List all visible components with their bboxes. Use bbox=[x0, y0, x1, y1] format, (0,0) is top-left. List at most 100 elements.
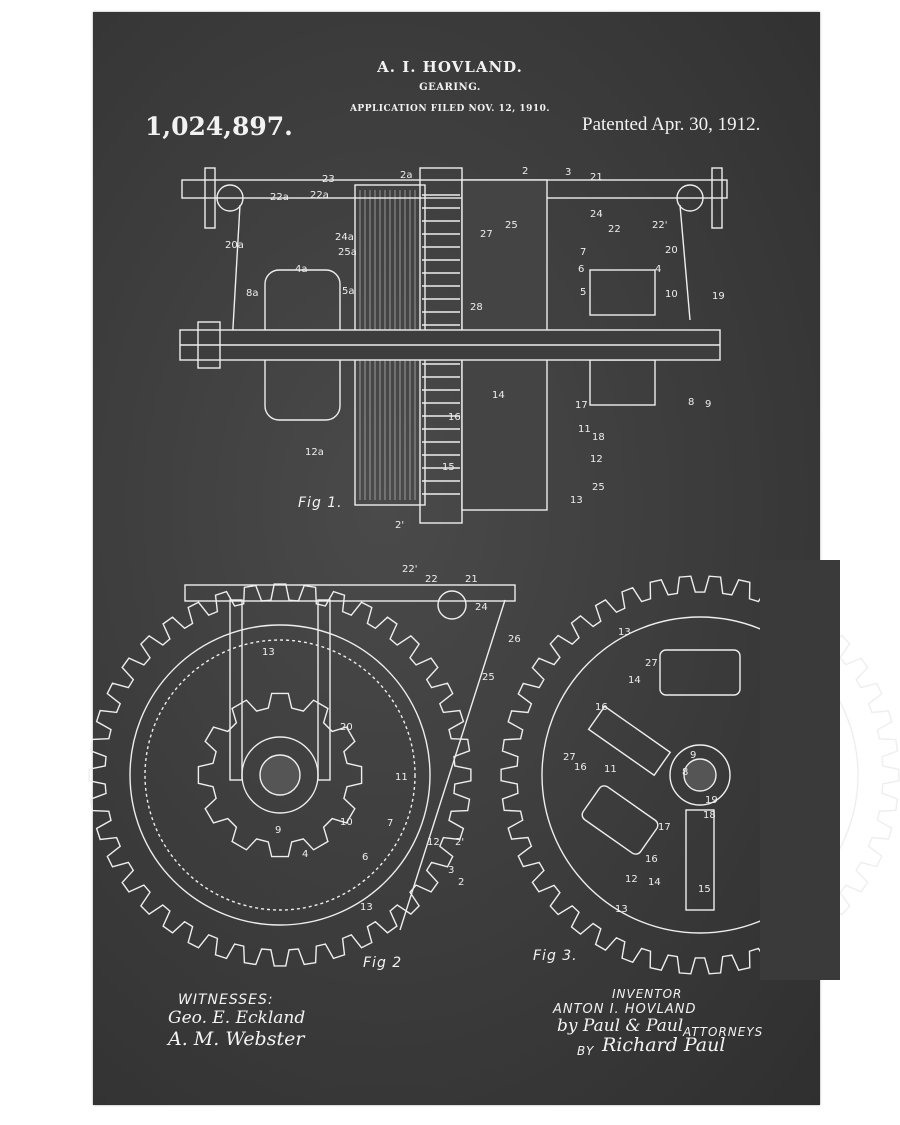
patent-title: GEARING. bbox=[419, 82, 481, 93]
ratchet-ring bbox=[144, 639, 416, 911]
part-label: 22 bbox=[608, 224, 621, 235]
part-label: 23 bbox=[322, 174, 335, 185]
part-label: 2' bbox=[395, 520, 404, 531]
part-label: 9 bbox=[275, 825, 281, 836]
gear-teeth bbox=[197, 692, 363, 858]
part-label: 10 bbox=[340, 817, 353, 828]
pinion-lower bbox=[589, 359, 656, 406]
part-label: 13 bbox=[615, 904, 628, 915]
part-label: 13 bbox=[262, 647, 275, 658]
part-label: 2' bbox=[455, 837, 464, 848]
part-label: 3 bbox=[565, 167, 571, 178]
part-label: 27 bbox=[563, 752, 576, 763]
fig3-label: Fig 3. bbox=[533, 948, 578, 964]
shaft-fig3 bbox=[683, 758, 717, 792]
link-rod-20 bbox=[679, 204, 691, 321]
part-label: 24 bbox=[475, 602, 488, 613]
part-label: 24a bbox=[335, 232, 354, 243]
part-label: 22 bbox=[425, 574, 438, 585]
attorney-signature: by Paul & Paul bbox=[557, 1016, 684, 1036]
patented-date: Patented Apr. 30, 1912. bbox=[582, 114, 761, 135]
part-label: 2a bbox=[400, 170, 413, 181]
part-label: 17 bbox=[658, 822, 671, 833]
part-label: 20 bbox=[665, 245, 678, 256]
part-label: 9 bbox=[705, 399, 711, 410]
part-label: 21 bbox=[590, 172, 603, 183]
part-label: 15 bbox=[698, 884, 711, 895]
part-label: 6 bbox=[578, 264, 584, 275]
part-label: 8 bbox=[688, 397, 694, 408]
part-label: 16 bbox=[448, 412, 461, 423]
part-label: 12 bbox=[427, 837, 440, 848]
part-label: 16 bbox=[574, 762, 587, 773]
part-label: 12a bbox=[305, 447, 324, 458]
part-label: 27 bbox=[480, 229, 493, 240]
part-label: 19 bbox=[712, 291, 725, 302]
part-label: 13 bbox=[618, 627, 631, 638]
part-label: 28 bbox=[470, 302, 483, 313]
part-label: 3 bbox=[448, 865, 454, 876]
pinion-4 bbox=[589, 269, 656, 316]
large-gear-fig2 bbox=[88, 583, 472, 967]
part-label: 2 bbox=[522, 166, 528, 177]
witness-signature-2: A. M. Webster bbox=[168, 1028, 305, 1050]
top-bar-fig2 bbox=[184, 584, 516, 602]
part-label: 26 bbox=[508, 634, 521, 645]
part-label: 25a bbox=[338, 247, 357, 258]
attorneys-label: ATTORNEYS bbox=[683, 1025, 764, 1039]
part-label: 18 bbox=[592, 432, 605, 443]
part-label: 14 bbox=[628, 675, 641, 686]
part-label: 9 bbox=[690, 750, 696, 761]
part-label: 16 bbox=[595, 702, 608, 713]
part-label: 12 bbox=[625, 874, 638, 885]
band-25 bbox=[399, 599, 506, 931]
part-label: 5a bbox=[342, 286, 355, 297]
pinion-gear-4 bbox=[197, 692, 363, 858]
part-label: 22a bbox=[270, 192, 289, 203]
part-label: 8a bbox=[246, 288, 259, 299]
spring-housing-15 bbox=[685, 809, 715, 911]
patent-number: 1,024,897. bbox=[145, 112, 293, 141]
by-label: BY bbox=[577, 1044, 595, 1058]
part-label: 21 bbox=[465, 574, 478, 585]
gear-ring-13 bbox=[129, 624, 431, 926]
ring-13-fig3 bbox=[541, 616, 859, 934]
fig1-label: Fig 1. bbox=[298, 495, 343, 511]
part-label: 13 bbox=[570, 495, 583, 506]
part-label: 22' bbox=[402, 564, 417, 575]
top-linkage-bar bbox=[181, 179, 728, 199]
part-label: 11 bbox=[578, 424, 591, 435]
spring-housing-14 bbox=[587, 705, 672, 777]
part-label: 22' bbox=[652, 220, 667, 231]
fig3-clip-mask bbox=[760, 560, 840, 980]
witness-signature-1: Geo. E. Eckland bbox=[168, 1008, 306, 1028]
part-label: 2 bbox=[458, 877, 464, 888]
bracket-right bbox=[711, 167, 723, 229]
part-label: 18 bbox=[703, 810, 716, 821]
part-label: 25 bbox=[505, 220, 518, 231]
part-label: 19 bbox=[705, 795, 718, 806]
part-label: 10 bbox=[665, 289, 678, 300]
part-label: 16 bbox=[645, 854, 658, 865]
part-label: 7 bbox=[580, 247, 586, 258]
part-label: 14 bbox=[648, 877, 661, 888]
part-label: 15 bbox=[442, 462, 455, 473]
application-filed: APPLICATION FILED NOV. 12, 1910. bbox=[349, 104, 551, 114]
inventor-full-name: ANTON I. HOVLAND bbox=[553, 1002, 697, 1017]
link-right bbox=[317, 599, 331, 781]
inventor-name: A. I. HOVLAND. bbox=[377, 58, 523, 76]
bevel-pinion-27b bbox=[581, 785, 659, 855]
by-signature: Richard Paul bbox=[602, 1034, 726, 1056]
part-label: 13 bbox=[360, 902, 373, 913]
pivot-right bbox=[676, 184, 704, 212]
part-label: 7 bbox=[387, 818, 393, 829]
shaft-collar bbox=[197, 321, 221, 369]
figure-2-end-view bbox=[88, 583, 516, 967]
figure-3-end-view bbox=[500, 560, 900, 980]
part-label: 22a bbox=[310, 190, 329, 201]
part-label: 5 bbox=[580, 287, 586, 298]
part-label: 4 bbox=[302, 849, 308, 860]
part-label: 20 bbox=[340, 722, 353, 733]
